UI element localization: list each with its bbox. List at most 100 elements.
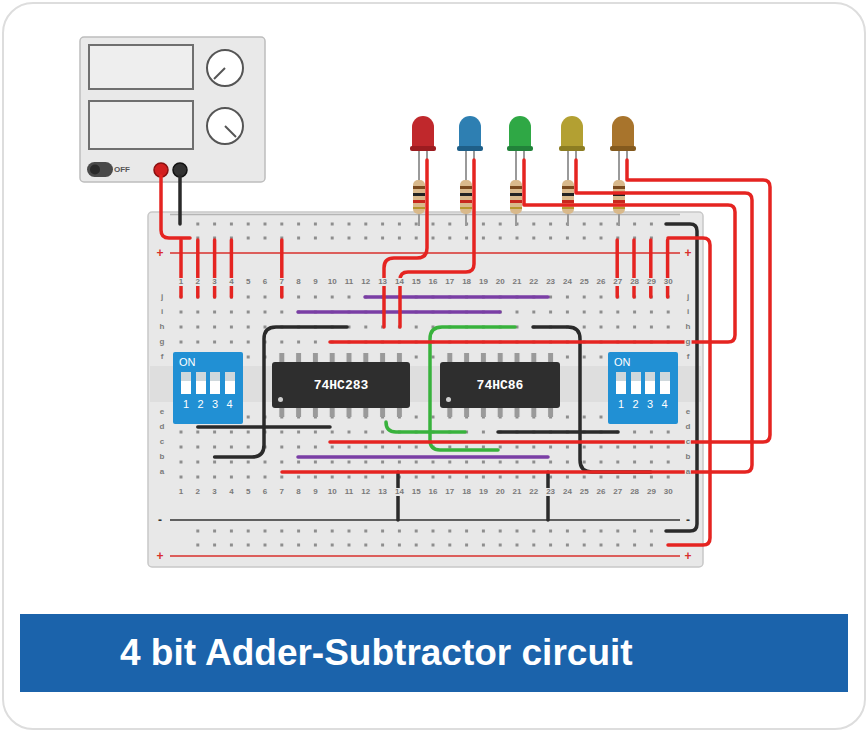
column-number: 18 xyxy=(461,488,472,496)
power-supply xyxy=(207,50,243,86)
column-number: 26 xyxy=(596,278,607,286)
outer-frame xyxy=(3,3,865,729)
column-number: 12 xyxy=(360,488,371,496)
chip-pins xyxy=(440,408,560,417)
jumper-wires xyxy=(384,160,427,327)
dip-switch-lever xyxy=(210,372,220,394)
column-number: 17 xyxy=(444,488,455,496)
power-supply xyxy=(207,108,243,144)
resistors xyxy=(413,200,425,203)
column-number: 20 xyxy=(495,488,506,496)
row-letter: g xyxy=(685,338,692,346)
switch-number: 2 xyxy=(632,398,638,410)
leds xyxy=(412,116,434,150)
switch-state: OFF xyxy=(113,166,131,174)
resistors xyxy=(510,207,522,209)
column-number: 26 xyxy=(596,488,607,496)
column-number: 10 xyxy=(327,278,338,286)
leds xyxy=(509,116,531,150)
column-number: 7 xyxy=(279,488,285,496)
resistors xyxy=(510,180,522,214)
column-number: 21 xyxy=(512,278,523,286)
breadboard xyxy=(170,214,680,216)
column-number: 27 xyxy=(612,278,623,286)
dip-switch-slider xyxy=(631,372,641,381)
jumper-wires xyxy=(282,160,752,472)
resistors xyxy=(413,193,425,196)
dip-switch: ON1234 xyxy=(608,352,678,424)
power-supply xyxy=(80,37,265,182)
column-number: 14 xyxy=(394,278,405,286)
resistors xyxy=(413,186,425,189)
column-number: 17 xyxy=(444,278,455,286)
dip-switch: ON1234 xyxy=(173,352,243,424)
jumper-wires xyxy=(498,430,618,434)
resistors xyxy=(613,207,625,209)
column-number: 11 xyxy=(344,278,354,286)
jumper-wires xyxy=(161,176,190,238)
caption-holder: 4 bit Adder-Subtractor circuit xyxy=(20,614,848,692)
leds xyxy=(561,116,583,150)
row-letter: e xyxy=(159,408,165,416)
column-number: 24 xyxy=(562,488,573,496)
column-number: 4 xyxy=(228,278,234,286)
column-number: 19 xyxy=(478,488,489,496)
power-supply xyxy=(87,162,113,177)
breadboard xyxy=(148,212,703,567)
jumper-wires xyxy=(178,176,182,224)
row-letter: g xyxy=(159,338,166,346)
jumper-wires xyxy=(386,422,465,432)
column-number: 4 xyxy=(228,488,234,496)
column-number: 5 xyxy=(245,488,251,496)
row-letter: j xyxy=(686,293,690,301)
row-letter: c xyxy=(685,438,691,446)
column-number: 23 xyxy=(545,488,556,496)
row-letter: h xyxy=(159,323,166,331)
outer-frame xyxy=(3,3,865,729)
dip-switch-slider xyxy=(196,372,206,381)
jumper-wires xyxy=(198,425,330,429)
row-letter: a xyxy=(685,468,691,476)
chip-text-holder: 74HC283 xyxy=(272,362,410,408)
leds xyxy=(507,146,533,151)
column-number: 24 xyxy=(562,278,573,286)
resistors xyxy=(460,193,472,196)
power-supply xyxy=(80,37,265,182)
row-letter: h xyxy=(685,323,692,331)
column-number: 1 xyxy=(178,488,184,496)
column-number: 6 xyxy=(262,278,268,286)
ic-chip: 74HC86 xyxy=(440,362,560,408)
row-letter: e xyxy=(685,408,691,416)
leds xyxy=(410,146,436,151)
breadboard xyxy=(170,555,680,557)
column-number: 9 xyxy=(312,278,318,286)
dip-switch-lever xyxy=(225,372,235,394)
column-number: 6 xyxy=(262,488,268,496)
column-number: 11 xyxy=(344,488,354,496)
column-number: 25 xyxy=(579,278,590,286)
column-number: 8 xyxy=(295,278,301,286)
row-letter: j xyxy=(160,293,164,301)
pin1-notch xyxy=(278,397,283,402)
column-number: 16 xyxy=(428,488,439,496)
switch-number: 4 xyxy=(661,398,667,410)
dip-switch-slider xyxy=(660,372,670,381)
jumper-wires xyxy=(181,240,282,297)
resistors xyxy=(613,180,625,214)
switch-label: ON xyxy=(179,356,196,368)
column-number: 22 xyxy=(528,278,539,286)
column-number: 9 xyxy=(312,488,318,496)
column-number: 30 xyxy=(663,488,674,496)
caption-text: 4 bit Adder-Subtractor circuit xyxy=(120,632,633,674)
column-number: 30 xyxy=(663,278,674,286)
row-letter: f xyxy=(686,353,691,361)
column-number: 2 xyxy=(195,278,201,286)
power-supply xyxy=(214,68,225,79)
power-supply xyxy=(89,45,193,89)
dip-switch-slider xyxy=(210,372,220,381)
row-letter: a xyxy=(159,468,165,476)
resistors xyxy=(510,200,522,203)
row-letter: f xyxy=(160,353,165,361)
chip-text-holder: 74HC86 xyxy=(440,362,560,408)
